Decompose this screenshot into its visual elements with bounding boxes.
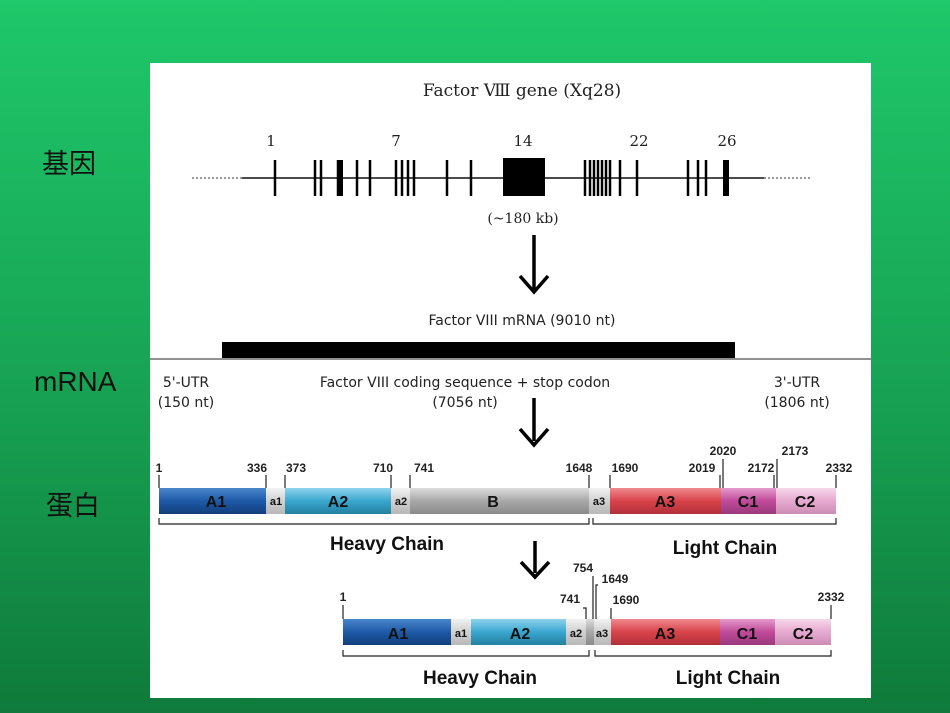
gene-label: 基因 (42, 149, 96, 180)
domain-label: a3 (596, 628, 608, 640)
domain-label: a3 (593, 496, 605, 508)
domain-A2 (285, 488, 391, 514)
utr3-size: (1806 nt) (764, 395, 829, 411)
domain-a2 (566, 619, 586, 645)
position-label: 1 (340, 590, 347, 604)
position-label: 754 (573, 561, 593, 575)
domain-label: C2 (795, 494, 816, 511)
protein-label: 蛋白 (46, 491, 100, 522)
arrow-down-icon (518, 398, 550, 448)
domain-C2 (776, 488, 836, 514)
mrna-bar (222, 342, 735, 358)
domain-C1 (720, 619, 775, 645)
protein-precursor: 1 336 373 710 741 1648 1690 2019 2020 21… (156, 444, 853, 559)
coding-sequence-size: (7056 nt) (432, 395, 497, 411)
domain-label: a1 (455, 628, 467, 640)
domain-label: C1 (738, 494, 759, 511)
exon-number-22: 22 (629, 132, 648, 150)
position-label: 2332 (826, 461, 853, 475)
light-chain-label: Light Chain (676, 668, 780, 689)
domain-label: A1 (206, 494, 227, 511)
domain-B (410, 488, 589, 514)
domain-a1 (266, 488, 285, 514)
domain-label: a2 (570, 628, 582, 640)
arrow-down-icon (518, 235, 550, 295)
factor-viii-diagram: Factor Ⅷ gene (Xq28) 1 7 14 22 26 (~180 … (150, 81, 871, 689)
domain-a1 (451, 619, 471, 645)
mrna-label: mRNA (34, 366, 117, 397)
position-label: 2173 (782, 444, 809, 458)
domain-label: A1 (388, 626, 409, 643)
position-label: 741 (560, 592, 580, 606)
domain-a2 (391, 488, 410, 514)
exon-number-1: 1 (266, 132, 276, 150)
domain-A1 (343, 619, 451, 645)
exon-mark (723, 160, 729, 196)
domain-label: A3 (655, 494, 676, 511)
exon-mark (339, 160, 343, 196)
arrow-down-icon (519, 541, 551, 580)
utr5-label: 5'-UTR (163, 375, 210, 391)
position-label: 710 (373, 461, 393, 475)
utr3-label: 3'-UTR (774, 375, 821, 391)
position-label: 1690 (613, 593, 640, 607)
position-label: 1648 (566, 461, 593, 475)
domain-label: C2 (793, 626, 814, 643)
domain-label: A2 (510, 626, 531, 643)
domain-label: A2 (328, 494, 349, 511)
mrna-title: Factor VIII mRNA (9010 nt) (429, 313, 616, 329)
domain-label: A3 (655, 626, 676, 643)
position-label: 373 (286, 461, 306, 475)
position-label: 741 (414, 461, 434, 475)
domain-label: a2 (395, 496, 407, 508)
light-chain-bracket (592, 518, 837, 525)
domain-label: B (487, 494, 499, 511)
diagram-panel: Factor Ⅷ gene (Xq28) 1 7 14 22 26 (~180 … (150, 63, 871, 698)
domain-label: a1 (270, 496, 282, 508)
domain-A2 (471, 619, 566, 645)
position-label: 336 (247, 461, 267, 475)
heavy-chain-label: Heavy Chain (423, 668, 537, 689)
heavy-chain-bracket (158, 518, 590, 525)
position-label: 1649 (602, 572, 629, 586)
position-label: 1 (156, 461, 163, 475)
light-chain-bracket (594, 650, 832, 657)
position-label: 2332 (818, 590, 845, 604)
coding-sequence-label: Factor VIII coding sequence + stop codon (320, 375, 610, 391)
gene-size-label: (~180 kb) (487, 211, 558, 227)
position-label: 2172 (748, 461, 775, 475)
position-label: 1690 (612, 461, 639, 475)
exon-number-7: 7 (391, 132, 401, 150)
position-label: 2020 (710, 444, 737, 458)
exon-number-26: 26 (717, 132, 736, 150)
protein-processed: 1 741 754 1649 1690 2332 A1 a1 A2 a2 (340, 561, 845, 689)
domain-A3 (610, 488, 721, 514)
heavy-chain-bracket (342, 650, 590, 657)
exon-mark (503, 158, 545, 196)
heavy-chain-label: Heavy Chain (330, 534, 444, 555)
gene-title: Factor Ⅷ gene (Xq28) (423, 81, 621, 101)
domain-A1 (159, 488, 266, 514)
domain-B-remnant (586, 619, 594, 645)
domain-a3 (594, 619, 611, 645)
domain-C2 (775, 619, 831, 645)
utr5-size: (150 nt) (158, 395, 214, 411)
gene-exons (273, 158, 729, 196)
position-label: 2019 (689, 461, 716, 475)
domain-label: C1 (737, 626, 758, 643)
domain-C1 (721, 488, 776, 514)
domain-A3 (611, 619, 720, 645)
exon-number-14: 14 (513, 132, 532, 150)
domain-a3 (589, 488, 610, 514)
light-chain-label: Light Chain (673, 538, 777, 559)
